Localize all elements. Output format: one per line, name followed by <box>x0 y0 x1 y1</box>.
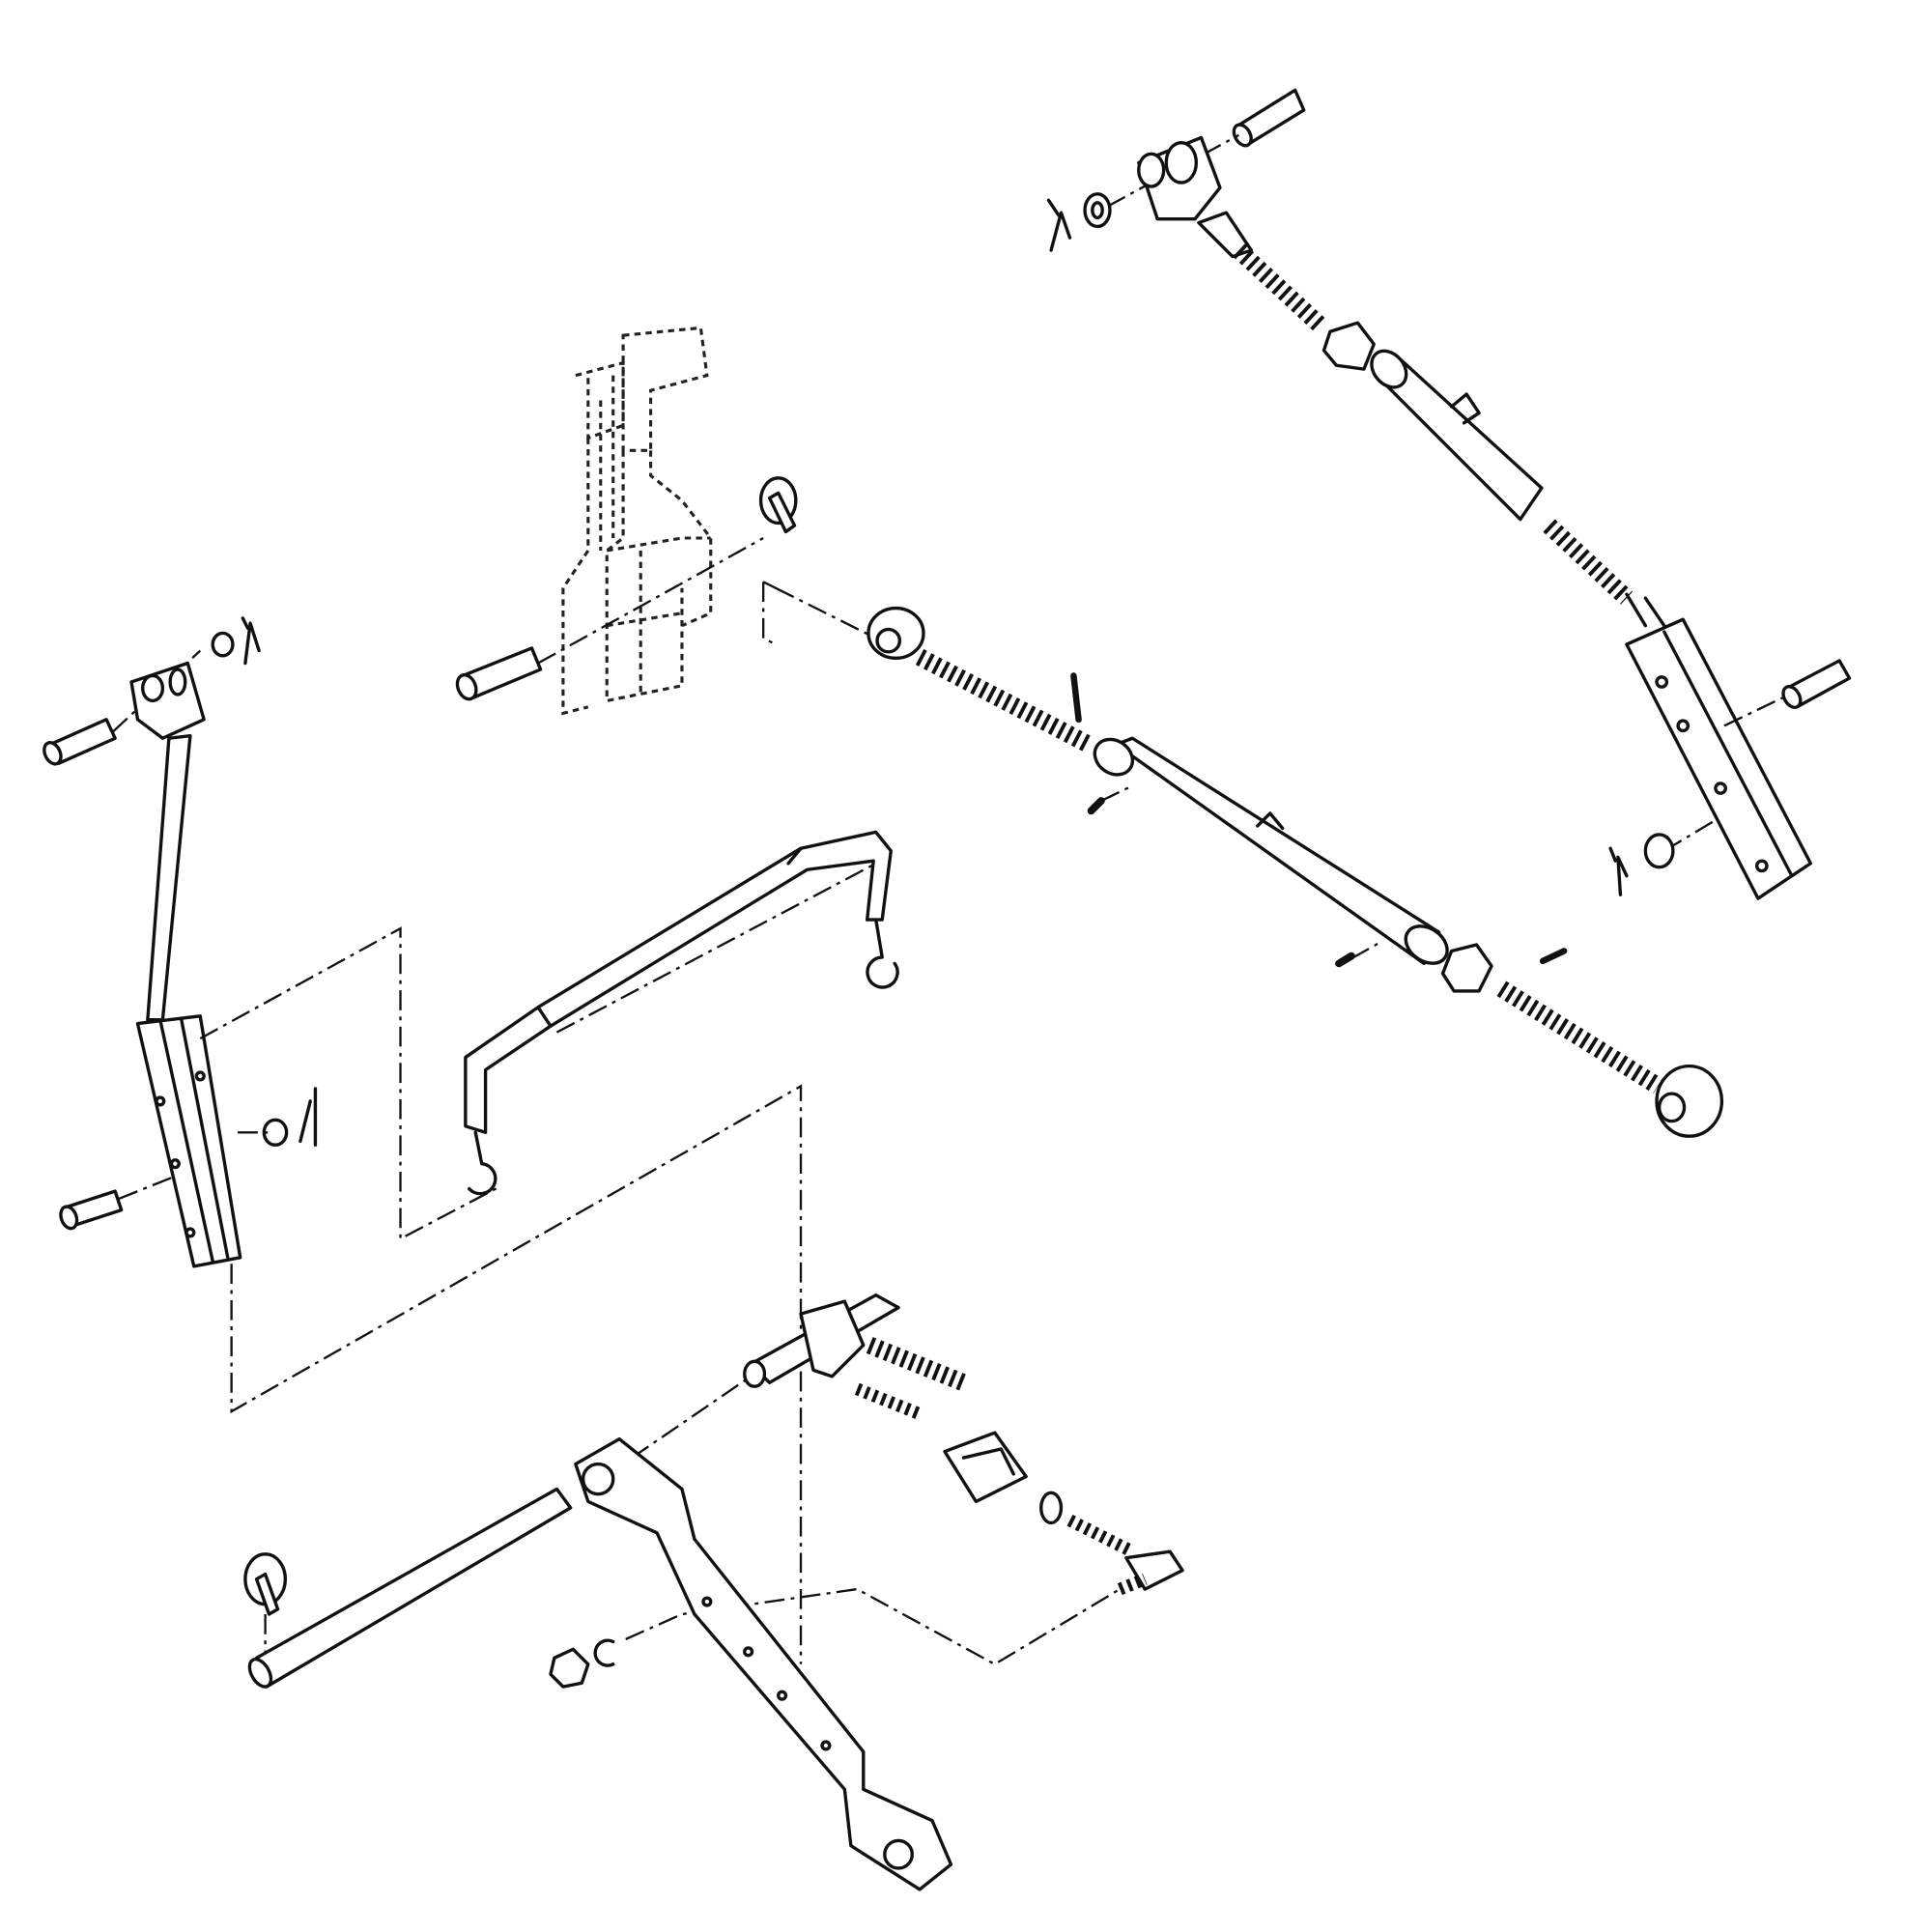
nut-and-washer <box>549 1638 615 1689</box>
assembly-leader-lines <box>199 862 1121 1666</box>
lynch-pin-lower <box>243 1552 288 1652</box>
stabilizer-bar <box>464 830 899 1196</box>
mast-pin <box>455 646 543 701</box>
top-link-upper <box>1046 88 1852 900</box>
lynch-pin-top <box>758 476 798 534</box>
lower-link <box>574 1436 953 1891</box>
mast-pin-axis <box>537 536 764 665</box>
top-link-center <box>761 581 1724 1138</box>
lift-rod-left <box>43 616 318 1268</box>
lower-link-pin <box>247 1487 573 1689</box>
sway-check-assembly <box>743 1293 1184 1596</box>
mast-frame-dashed <box>561 326 713 716</box>
